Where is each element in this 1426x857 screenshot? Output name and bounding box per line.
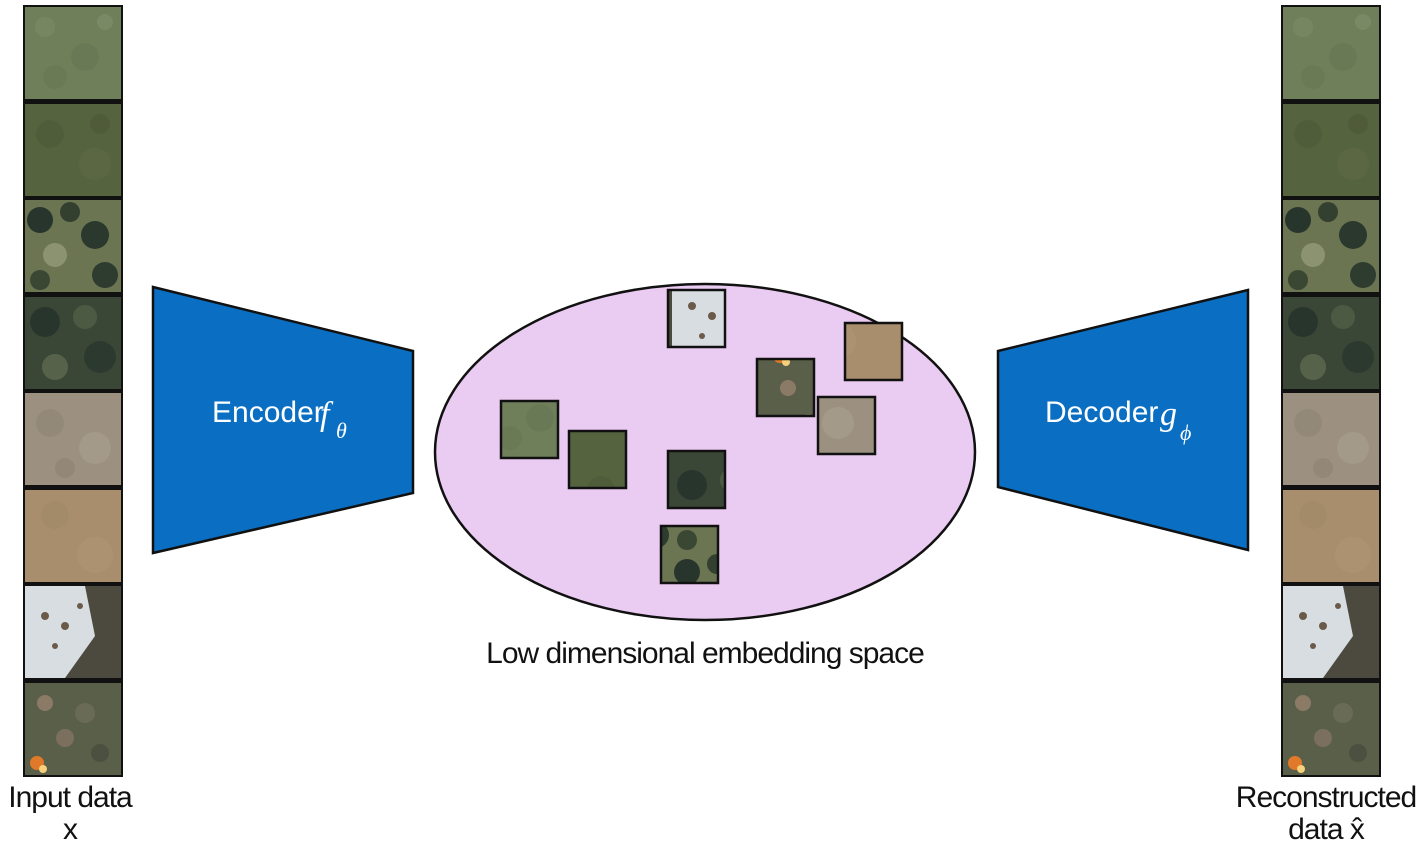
- output-patch-bare-sand: [1283, 489, 1379, 582]
- reconstructed-data-label: Reconstructed data x̂: [1226, 782, 1426, 846]
- output-patch-forest-dense: [1283, 296, 1379, 389]
- input-image-strip: [23, 5, 123, 777]
- output-patch-snow-white: [1283, 586, 1379, 679]
- input-patch-urban-orange: [25, 682, 121, 775]
- output-patch-urban-orange: [1283, 682, 1379, 775]
- output-patch-grass-light: [1283, 7, 1379, 99]
- decoder-subscript: ϕ: [1180, 420, 1191, 445]
- embedded-patch-bare-sand: [843, 321, 904, 382]
- embedding-space-caption: Low dimensional embedding space: [486, 637, 925, 670]
- input-patch-grass-light: [25, 7, 121, 99]
- output-image-strip: [1281, 5, 1381, 777]
- reconstructed-data-label-line1: Reconstructed: [1235, 781, 1417, 814]
- embedded-patch-snow-white: [666, 288, 727, 349]
- embedded-patch-forest-dense: [666, 449, 727, 510]
- decoder-symbol: g: [1160, 396, 1177, 433]
- output-patch-forest-mixed: [1283, 200, 1379, 293]
- encoder-label: Encoder: [212, 396, 324, 429]
- embedded-patch-forest-mixed: [659, 524, 720, 585]
- input-patch-bare-pinkish: [25, 393, 121, 486]
- input-patch-forest-mixed: [25, 200, 121, 293]
- embedded-patch-grass-light: [499, 399, 560, 460]
- output-patch-bare-pinkish: [1283, 393, 1379, 486]
- embedded-patch-bare-pinkish: [816, 395, 877, 456]
- input-patch-snow-white: [25, 586, 121, 679]
- decoder-block: [996, 288, 1250, 552]
- encoder-block: [151, 285, 415, 555]
- input-data-label: Input data x: [0, 782, 140, 846]
- input-patch-bare-sand: [25, 489, 121, 582]
- reconstructed-data-label-line2: data x̂: [1288, 813, 1365, 846]
- embedded-patch-grass-dark: [567, 429, 628, 490]
- decoder-label: Decoder: [1045, 396, 1158, 429]
- embedded-patch-urban-orange: [755, 357, 816, 418]
- input-data-label-line1: Input data: [8, 781, 132, 814]
- input-patch-forest-dense: [25, 296, 121, 389]
- input-data-label-line2: x: [63, 813, 78, 846]
- encoder-subscript: θ: [336, 418, 347, 443]
- output-patch-grass-dark: [1283, 103, 1379, 196]
- input-patch-grass-dark: [25, 103, 121, 196]
